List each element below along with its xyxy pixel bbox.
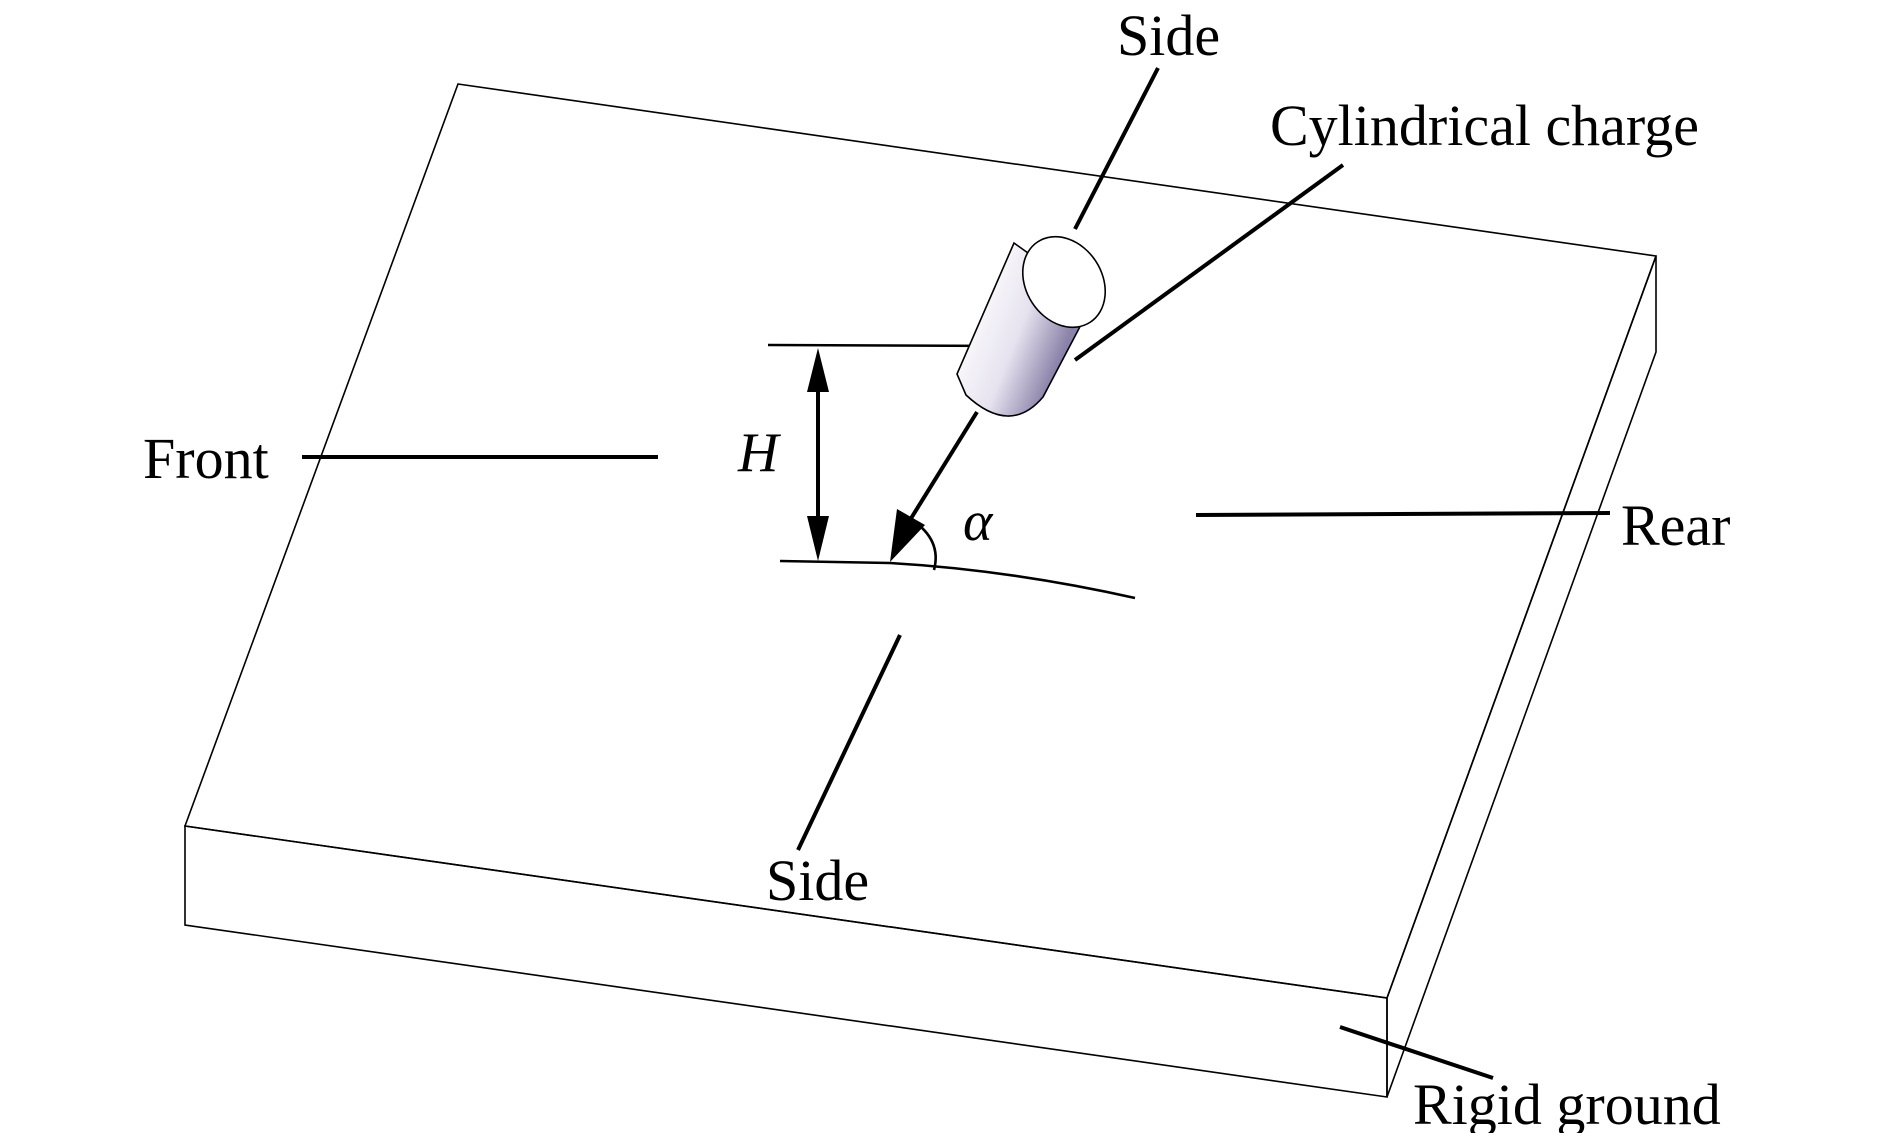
ground-reference-line [779,559,1136,600]
slab-top-face [183,83,1658,999]
leader-side-bottom [796,634,902,851]
label-rigid-ground: Rigid ground [1413,1072,1721,1133]
charge-top-cap [1021,235,1107,329]
leader-rear [1195,511,1611,517]
leader-cylindrical-charge [1073,163,1345,362]
labels: Side Cylindrical charge Front H α Rear S… [143,3,1731,1133]
label-rear: Rear [1621,493,1731,558]
slab-right-face [1386,255,1657,1098]
label-side-top: Side [1117,3,1220,68]
label-front: Front [143,426,269,491]
label-cylindrical-charge: Cylindrical charge [1270,93,1699,158]
trajectory-arrow [890,410,979,571]
trajectory-line [908,410,979,522]
trajectory-arrowhead [890,509,925,562]
label-height: H [737,422,781,484]
label-side-bottom: Side [766,848,869,913]
angle-arc [911,518,937,571]
leader-rigid-ground [1339,1025,1494,1080]
leader-lines [302,67,1611,1080]
height-arrowhead-top [807,348,829,392]
rigid-ground-slab [183,83,1658,1098]
label-angle: α [963,491,994,553]
leader-side-top [1073,67,1160,230]
cylindrical-charge [956,235,1107,417]
height-arrowhead-bottom [807,516,829,561]
